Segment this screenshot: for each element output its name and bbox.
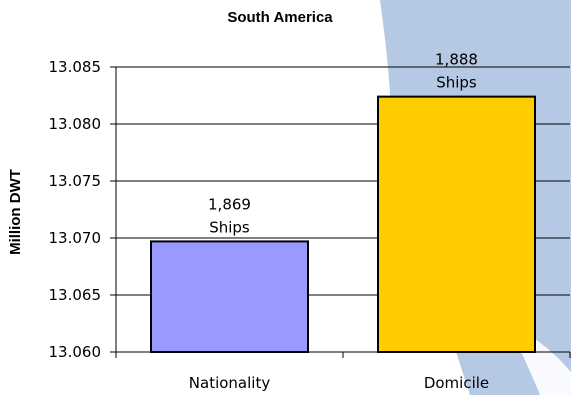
category-label: Domicile (424, 374, 489, 392)
chart-title: South America (227, 9, 333, 26)
y-tick-labels: 13.060 13.065 13.070 13.075 13.080 13.085 (49, 58, 116, 361)
bar-nationality (150, 240, 309, 353)
y-tick-label: 13.085 (49, 58, 102, 76)
category-label: Nationality (189, 374, 271, 392)
y-tick-label: 13.075 (49, 172, 102, 190)
data-label: Ships (209, 218, 250, 236)
y-tick-label: 13.080 (49, 115, 102, 133)
bar-domicile (377, 95, 536, 353)
data-label: 1,869 (208, 195, 251, 213)
data-label: Ships (436, 74, 477, 92)
y-tick-label: 13.070 (49, 229, 102, 247)
data-label: 1,888 (435, 51, 478, 69)
y-tick-label: 13.065 (49, 286, 102, 304)
axes (115, 67, 571, 358)
y-axis-label: Million DWT (7, 169, 24, 255)
category-labels: Nationality Domicile (189, 374, 489, 392)
y-tick-label: 13.060 (49, 343, 102, 361)
